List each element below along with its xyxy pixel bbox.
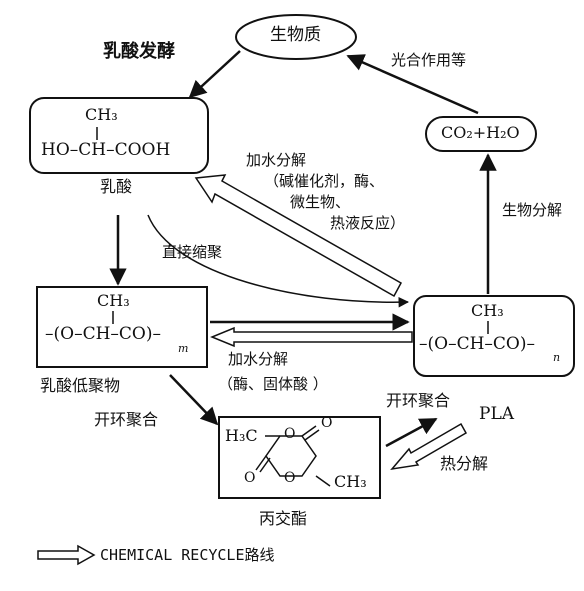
lactic-acid-name: 乳酸 — [100, 177, 133, 196]
polymer-box — [413, 295, 575, 377]
lactide-box — [218, 416, 381, 499]
fermentation-label: 乳酸发酵 — [103, 41, 175, 62]
legend-label: CHEMICAL RECYCLE路线 — [100, 546, 275, 564]
lactide-h3c: H₃C — [225, 426, 258, 445]
hydrolysis-lower-line-2: （酶、固体酸 ） — [218, 375, 328, 393]
hollow-arrow-hydrolysis-lower — [210, 326, 413, 348]
arrow-direct-condensation — [147, 214, 410, 308]
lactide-ring-o-top: O — [284, 426, 296, 442]
polymer-formula: –(O–CH–CO)– — [419, 334, 535, 354]
lactide-carbonyl-o-bottom: O — [244, 470, 256, 486]
arrow-photosynthesis — [346, 54, 479, 115]
oligomer-box — [36, 286, 208, 368]
lactide-carbonyl-o-top: O — [321, 415, 333, 431]
lactic-acid-ch3: CH₃ — [85, 105, 118, 124]
polymer-ch3: CH₃ — [471, 301, 504, 320]
hydrolysis-upper-line-3: 微生物、 — [290, 193, 351, 211]
direct-condensation-label: 直接缩聚 — [162, 243, 223, 261]
arrow-lactide-to-pla — [385, 417, 438, 448]
lactide-carbonyl-bottom — [255, 455, 267, 471]
co2-h2o-label: CO₂+H₂O — [441, 123, 520, 142]
oligomer-subscript: m — [178, 342, 189, 355]
lactic-acid-formula: HO–CH–COOH — [41, 140, 171, 160]
pla-label: PLA — [479, 404, 515, 424]
lactide-carbonyl-top — [301, 425, 317, 437]
hydrolysis-upper-line-1: 加水分解 — [246, 151, 307, 169]
lactide-carbonyl-bottom-2 — [259, 457, 271, 473]
pyrolysis-label: 热分解 — [440, 454, 489, 473]
hollow-arrow-hydrolysis-upper — [194, 174, 403, 298]
ring-opening-right-label: 开环聚合 — [386, 391, 451, 410]
lactide-ch3-bond-right — [315, 475, 331, 487]
hydrolysis-upper-line-4: 热液反应） — [330, 214, 406, 232]
hollow-arrow-pyrolysis — [390, 422, 468, 471]
oligomer-name: 乳酸低聚物 — [40, 376, 121, 395]
oligomer-ch3: CH₃ — [97, 291, 130, 310]
photosynthesis-label: 光合作用等 — [391, 51, 467, 69]
arrow-fermentation — [188, 50, 241, 99]
co2-h2o-box — [425, 116, 537, 152]
lactide-ch3: CH₃ — [334, 472, 367, 491]
lactic-acid-box — [29, 97, 209, 174]
oligomer-formula: –(O–CH–CO)– — [45, 324, 161, 344]
biodegradation-label: 生物分解 — [502, 201, 563, 219]
arrow-oligomer-to-lactide — [169, 374, 219, 426]
hydrolysis-upper-line-2: （碱催化剂，酶、 — [264, 172, 385, 190]
lactide-ring-o-bottom: O — [284, 470, 296, 486]
hydrolysis-lower-line-1: 加水分解 — [228, 350, 289, 368]
lactide-name: 丙交酯 — [259, 509, 308, 528]
biomass-ellipse — [235, 14, 357, 60]
legend-hollow-arrow — [37, 544, 96, 566]
biomass-label: 生物质 — [270, 25, 321, 45]
lactide-carbonyl-top-2 — [304, 429, 320, 441]
polymer-subscript: n — [553, 351, 561, 364]
ring-opening-left-label: 开环聚合 — [94, 410, 159, 429]
